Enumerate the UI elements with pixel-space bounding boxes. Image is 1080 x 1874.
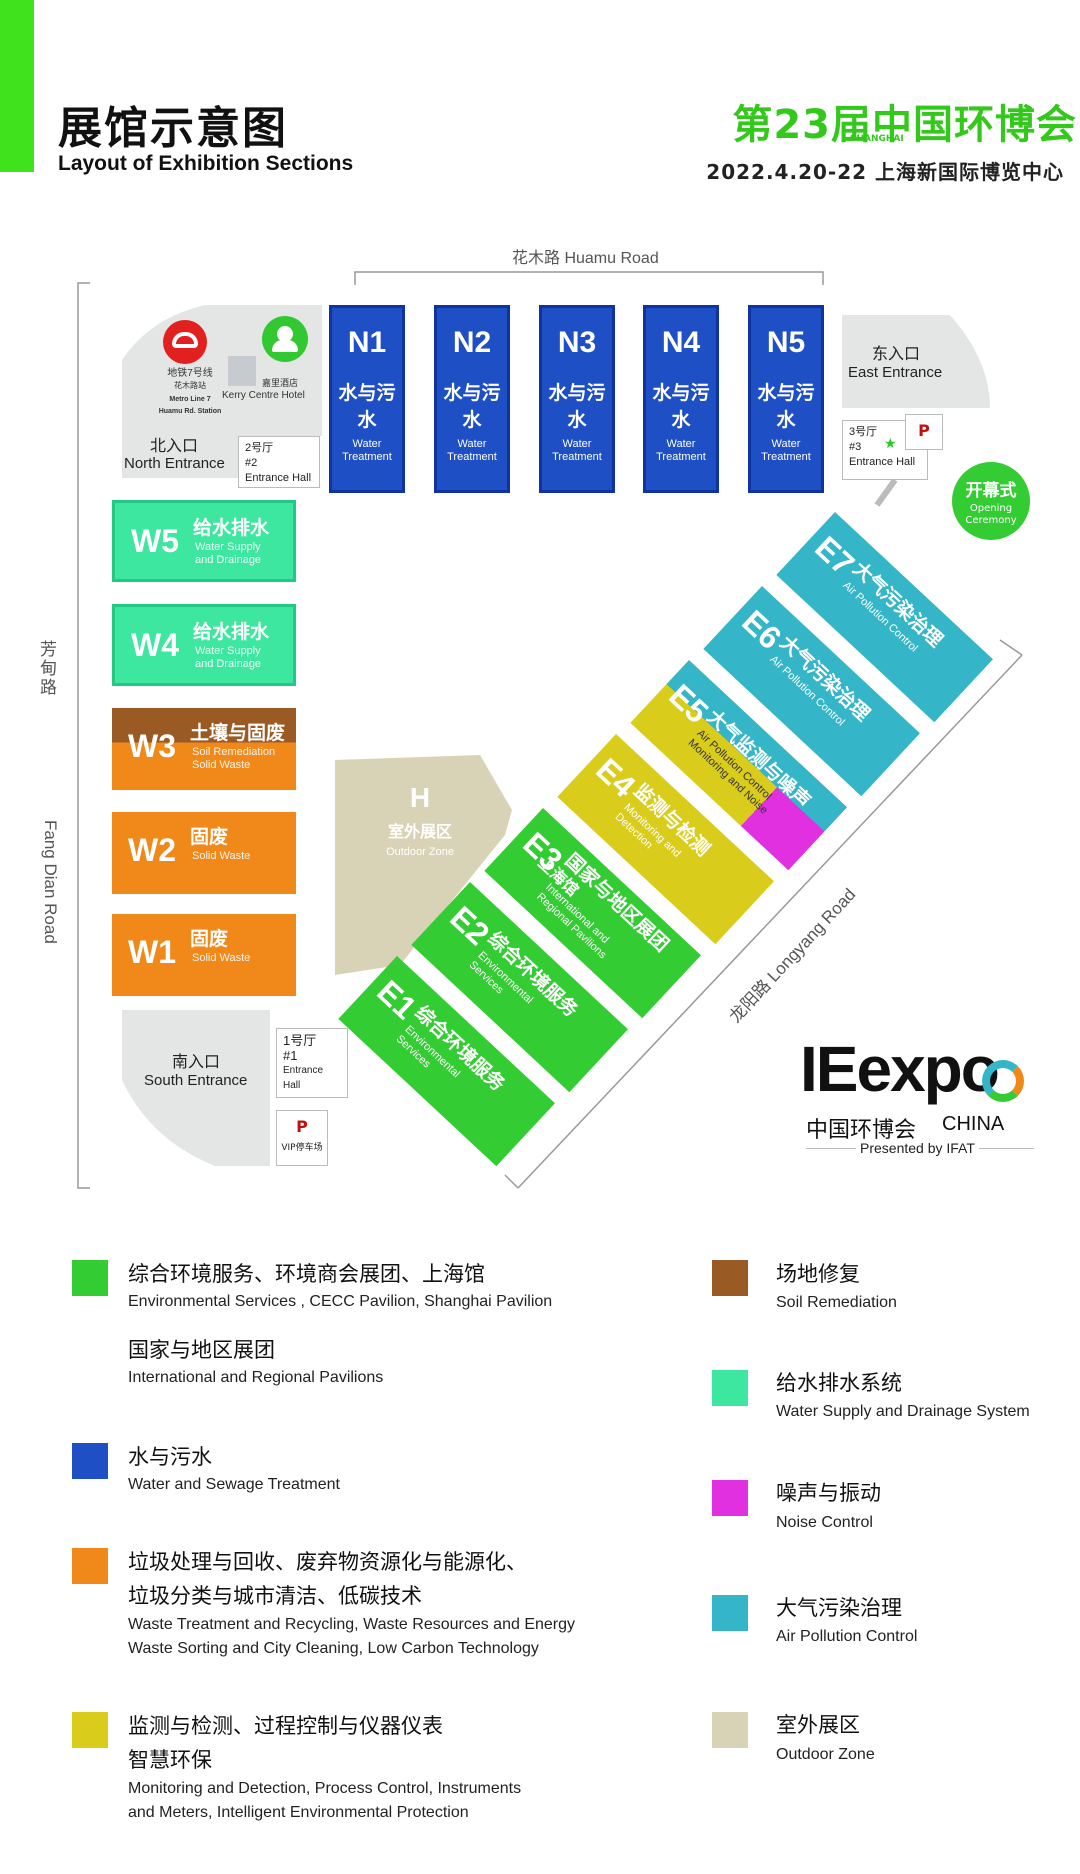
opening-ceremony-badge: 开幕式 Opening Ceremony — [952, 462, 1030, 540]
south-entrance-cn: 南入口 — [172, 1052, 221, 1071]
legend-swatch-orange — [72, 1548, 108, 1584]
legend-label-en: Waste Treatment and Recycling, Waste Res… — [128, 1616, 576, 1633]
building-icon — [228, 356, 256, 386]
legend-label-en: Environmental Services , CECC Pavilion, … — [128, 1293, 553, 1310]
event-date-venue: 2022.4.20-22 上海新国际博览中心 — [706, 160, 1064, 184]
legend-swatch-brown — [712, 1260, 748, 1296]
east-entrance-en: East Entrance — [848, 364, 943, 381]
legend-label-cn: 综合环境服务、环境商会展团、上海馆 — [128, 1262, 485, 1286]
legend-swatch-beige — [712, 1712, 748, 1748]
legend-label-cn: 垃圾处理与回收、废弃物资源化与能源化、 — [128, 1550, 527, 1574]
accent-bar — [0, 0, 34, 172]
legend-label-cn: 场地修复 — [776, 1262, 860, 1286]
metro-icon — [163, 320, 207, 364]
parking-vip: P VIP停车场 — [276, 1110, 328, 1166]
event-logo-shanghai: SHANGHAI — [850, 134, 904, 144]
legend-label-en: Soil Remediation — [776, 1294, 897, 1311]
east-entrance-cn: 东入口 — [872, 344, 921, 363]
legend-label-en: Outdoor Zone — [776, 1746, 875, 1763]
legend-label-cn: 水与污水 — [128, 1445, 212, 1469]
hotel-icon — [262, 316, 308, 362]
star-icon: ★ — [884, 436, 897, 452]
legend-label-cn: 监测与检测、过程控制与仪器仪表 — [128, 1714, 443, 1738]
legend-swatch-cyan — [712, 1595, 748, 1631]
legend-swatch-blue — [72, 1443, 108, 1479]
ieexpo-china: CHINA — [942, 1113, 1005, 1135]
legend-label-en: Monitoring and Detection, Process Contro… — [128, 1780, 522, 1797]
legend-swatch-green — [72, 1260, 108, 1296]
legend-label-cn: 垃圾分类与城市清洁、低碳技术 — [128, 1584, 422, 1608]
hotel-name-cn: 嘉里酒店 — [262, 378, 299, 388]
road-fangdian-cn: 芳甸路 — [40, 640, 57, 697]
road-fangdian-en: Fang Dian Road — [41, 820, 60, 944]
ieexpo-cn: 中国环博会 — [806, 1118, 917, 1143]
legend-label-cn: 室外展区 — [776, 1713, 860, 1737]
legend-swatch-magenta — [712, 1480, 748, 1516]
legend-label-en: Waste Sorting and City Cleaning, Low Car… — [128, 1640, 539, 1657]
map-outline — [77, 271, 1023, 1189]
outdoor-zone-label[interactable]: H 室外展区 Outdoor Zone — [386, 782, 454, 858]
logo-ring-icon — [982, 1060, 1024, 1102]
ieexpo-logo: IEexpo — [800, 1033, 1000, 1105]
road-huamu: 花木路 Huamu Road — [512, 250, 659, 267]
legend-label-en: Water and Sewage Treatment — [128, 1476, 340, 1493]
legend-label-cn: 智慧环保 — [128, 1748, 212, 1772]
event-logo: 第23届中国环博会 — [732, 102, 1077, 148]
south-entrance-en: South Entrance — [144, 1072, 248, 1089]
legend-label-en: International and Regional Pavilions — [128, 1369, 384, 1386]
legend-label-cn: 噪声与振动 — [776, 1481, 881, 1505]
page-subtitle: Layout of Exhibition Sections — [58, 152, 354, 175]
parking-icon: P — [296, 1117, 308, 1136]
north-entrance-en: North Entrance — [124, 455, 225, 472]
legend-label-en: and Meters, Intelligent Environmental Pr… — [128, 1804, 469, 1821]
hotel-name-en: Kerry Centre Hotel — [222, 390, 305, 401]
legend-label-en: Water Supply and Drainage System — [776, 1403, 1030, 1420]
legend-swatch-yellow — [72, 1712, 108, 1748]
outdoor-zone-shape — [335, 755, 512, 975]
legend-label-cn: 大气污染治理 — [776, 1596, 902, 1620]
north-entrance-cn: 北入口 — [150, 436, 199, 455]
parking-icon: P — [918, 421, 930, 440]
legend-label-en: Noise Control — [776, 1514, 873, 1531]
legend-label-cn: 国家与地区展团 — [128, 1338, 275, 1362]
ieexpo-presented: Presented by IFAT — [856, 1140, 979, 1156]
legend-label-en: Air Pollution Control — [776, 1628, 918, 1645]
parking-east: P — [905, 414, 943, 450]
page-title: 展馆示意图 — [58, 103, 288, 154]
legend-swatch-mint — [712, 1370, 748, 1406]
legend-label-cn: 给水排水系统 — [776, 1371, 902, 1395]
